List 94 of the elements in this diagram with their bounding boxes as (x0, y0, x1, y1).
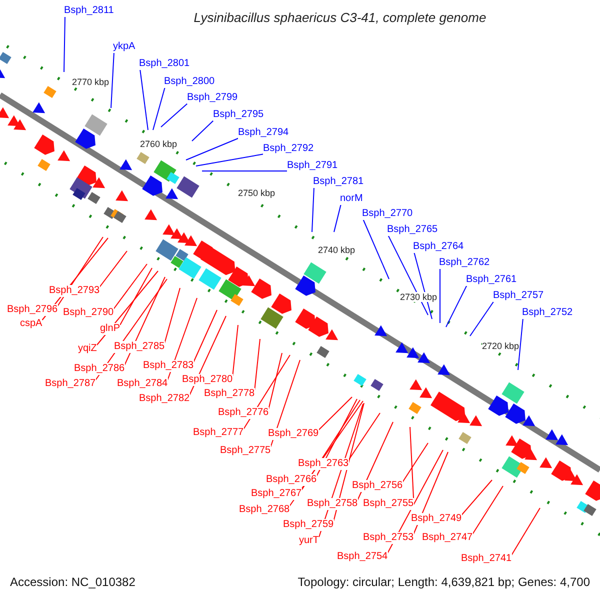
scale-tick-label: 2730 kbp (400, 292, 438, 302)
leader-line (472, 486, 504, 534)
gene-label: norM (340, 193, 363, 205)
leader-line (192, 120, 214, 142)
gene-label: Bsph_2795 (213, 109, 264, 121)
leader-line (64, 16, 66, 72)
leader-line (270, 360, 300, 448)
leader-line (152, 86, 166, 130)
gene-label: Bsph_2759 (283, 519, 334, 531)
gene-label: Bsph_2791 (287, 160, 338, 172)
leader-line (410, 426, 414, 500)
scale-tick-label: 2760 kbp (140, 139, 178, 149)
leader-line (96, 270, 158, 346)
leader-line (348, 412, 380, 460)
leader-line (312, 186, 314, 232)
gene-label: Bsph_2784 (117, 378, 168, 390)
leader-line (202, 170, 288, 172)
gene-label: Bsph_2787 (45, 378, 96, 390)
leader-line (362, 218, 390, 280)
scale-tick-label: 2720 kbp (482, 341, 520, 351)
scale-tick-label: 2740 kbp (318, 245, 356, 255)
gene-label: cspA (20, 318, 42, 330)
gene-label: Bsph_2764 (413, 241, 464, 253)
gene-label: Bsph_2756 (352, 480, 403, 492)
leader-line (99, 250, 128, 288)
gene-label: Bsph_2753 (363, 532, 414, 544)
gene-label: Bsph_2786 (74, 363, 125, 375)
gene-label: yqiZ (78, 343, 97, 355)
leader-line (268, 352, 282, 410)
gene-label: Bsph_2796 (7, 304, 58, 316)
gene-label: Bsph_2794 (238, 127, 289, 139)
leader-line (461, 480, 492, 516)
genome-info-text: Topology: circular; Length: 4,639,821 bp; Genes: 4,700 (298, 575, 590, 589)
gene-label: Bsph_2761 (466, 274, 517, 286)
leader-line (318, 396, 352, 430)
scale-tick-label: 2750 kbp (238, 188, 276, 198)
gene-label: Bsph_2800 (164, 76, 215, 88)
leader-line (120, 268, 152, 326)
gene-label: Bsph_2792 (263, 143, 314, 155)
accession-text: Accession: NC_010382 (10, 575, 136, 589)
gene-label: Bsph_2793 (49, 285, 100, 297)
leader-line (470, 300, 494, 336)
gene-label: Bsph_2754 (337, 551, 388, 563)
gene-label: Bsph_2775 (220, 445, 271, 457)
leader-line (193, 310, 218, 362)
gene-label: Bsph_2763 (298, 458, 349, 470)
leader-line (414, 252, 432, 320)
gene-label: Bsph_2783 (143, 360, 194, 372)
scale-tick-label: 2770 kbp (72, 77, 110, 87)
gene-label: Bsph_2785 (114, 341, 165, 353)
gene-label: Bsph_2778 (204, 388, 255, 400)
gene-label: Bsph_2770 (362, 208, 413, 220)
gene-label: glnP (100, 323, 120, 335)
gene-label: ykpA (113, 41, 136, 53)
gene-label: Bsph_2752 (522, 307, 573, 319)
leader-line (402, 442, 428, 482)
leader-line (511, 508, 540, 556)
leader-line (334, 204, 342, 232)
leader-line (446, 284, 468, 328)
gene-label: Bsph_2777 (193, 427, 244, 439)
gene-label: Bsph_2780 (182, 374, 233, 386)
leader-line (164, 288, 180, 344)
leader-line (254, 338, 260, 390)
gene-label: Bsph_2776 (218, 407, 269, 419)
gene-label: Bsph_2769 (268, 428, 319, 440)
leader-line (160, 102, 188, 128)
leader-line (113, 264, 148, 310)
leader-line (110, 52, 114, 108)
leader-line (196, 154, 264, 166)
gene-label: Bsph_2765 (387, 224, 438, 236)
leader-line (388, 234, 428, 316)
leader-line (232, 324, 238, 376)
leader-line (186, 138, 240, 160)
gene-label: Bsph_2782 (139, 393, 190, 405)
gene-label: Bsph_2741 (461, 553, 512, 565)
gene-label: Bsph_2757 (493, 290, 544, 302)
gene-label: Bsph_2781 (313, 176, 364, 188)
gene-label: Bsph_2811 (64, 5, 114, 17)
title: Lysinibacillus sphaericus C3-41, complete genome (194, 10, 486, 25)
gene-label: Bsph_2799 (187, 92, 238, 104)
gene-label: Bsph_2790 (63, 307, 114, 319)
gene-label: Bsph_2762 (439, 257, 490, 269)
gene-label: Bsph_2766 (266, 474, 317, 486)
leader-line (357, 422, 394, 500)
gene-label: Bsph_2755 (363, 498, 414, 510)
gene-label: Bsph_2767 (251, 488, 302, 500)
gene-label: Bsph_2801 (139, 58, 190, 70)
gene-label: Bsph_2747 (422, 532, 473, 544)
gene-label: Bsph_2749 (411, 513, 462, 525)
gene-label: yurT (299, 535, 319, 547)
gene-label: Bsph_2758 (307, 498, 358, 510)
leader-line (140, 68, 148, 130)
gene-label: Bsph_2768 (239, 504, 290, 516)
leader-line (518, 318, 524, 370)
